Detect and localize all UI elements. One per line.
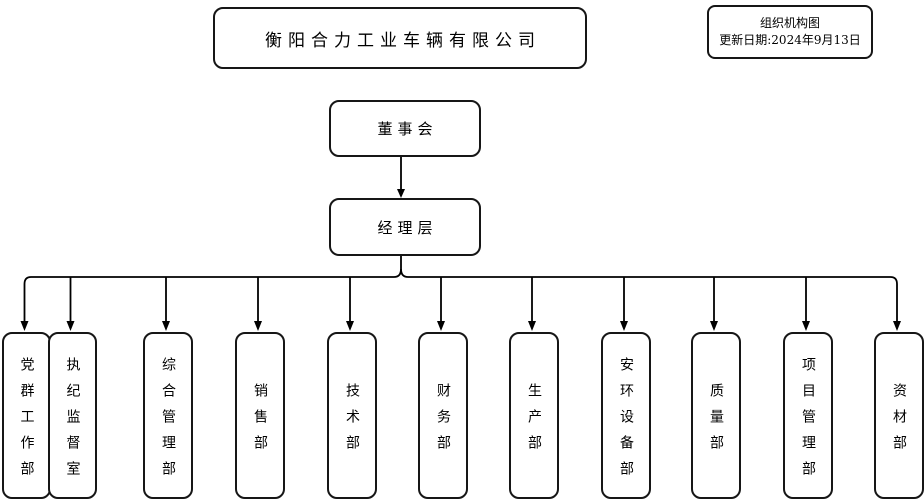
- department-box: 质量部: [691, 332, 741, 499]
- node-management: 经理层: [329, 198, 481, 256]
- department-box: 党群工作部: [2, 332, 51, 499]
- department-label: 质量部: [708, 382, 724, 461]
- department-label: 资材部: [891, 382, 907, 461]
- department-label: 安环设备部: [618, 356, 634, 487]
- department-label: 生产部: [526, 382, 542, 461]
- chart-info-title: 组织机构图: [759, 16, 820, 30]
- node-board: 董事会: [329, 100, 481, 157]
- department-box: 资材部: [874, 332, 924, 499]
- department-label: 销售部: [252, 382, 268, 461]
- department-box: 综合管理部: [143, 332, 193, 499]
- node-board-label: 董事会: [377, 120, 438, 138]
- department-label: 综合管理部: [160, 356, 176, 487]
- company-title-box: 衡阳合力工业车辆有限公司: [213, 7, 587, 69]
- department-box: 安环设备部: [601, 332, 651, 499]
- department-box: 技术部: [327, 332, 377, 499]
- arrowheads: [20, 321, 901, 331]
- department-box: 财务部: [418, 332, 468, 499]
- department-label: 财务部: [435, 382, 451, 461]
- chart-info-box: 组织机构图 更新日期:2024年9月13日: [707, 5, 873, 59]
- company-title: 衡阳合力工业车辆有限公司: [265, 30, 541, 51]
- department-box: 执纪监督室: [48, 332, 97, 499]
- department-box: 生产部: [509, 332, 559, 499]
- department-label: 执纪监督室: [64, 356, 81, 487]
- chart-info-updated: 更新日期:2024年9月13日: [719, 33, 861, 47]
- department-box: 项目管理部: [783, 332, 833, 499]
- department-label: 项目管理部: [800, 356, 816, 487]
- department-label: 党群工作部: [18, 356, 35, 487]
- node-management-label: 经理层: [377, 218, 438, 237]
- department-box: 销售部: [235, 332, 285, 499]
- department-label: 技术部: [344, 382, 360, 461]
